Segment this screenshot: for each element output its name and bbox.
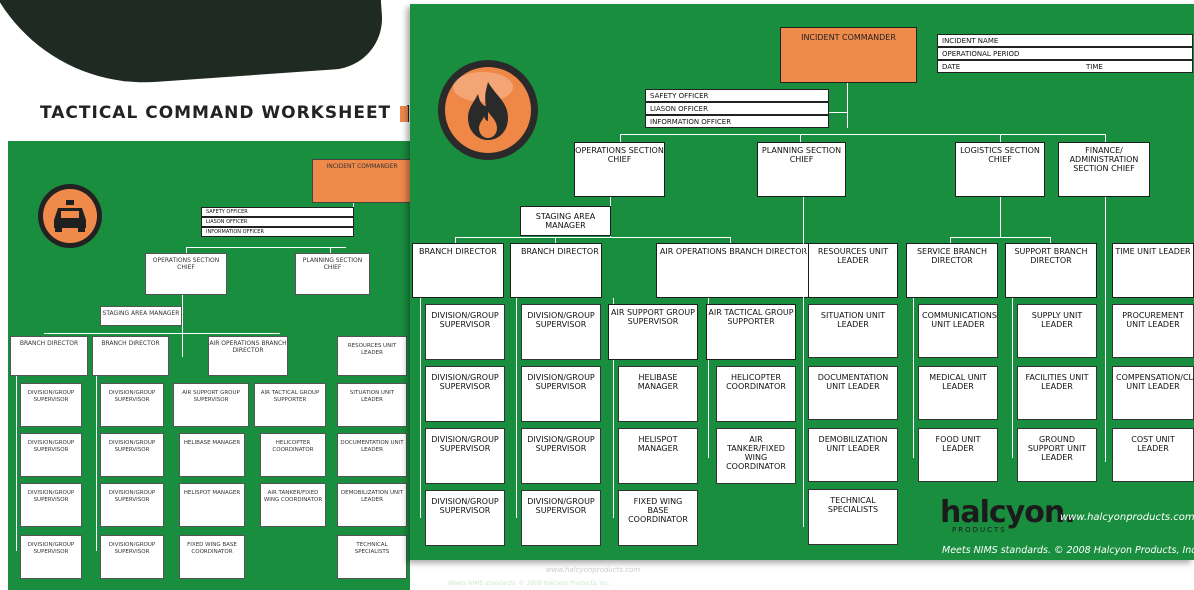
support-branch-director: SUPPORT BRANCH DIRECTOR (1005, 243, 1097, 298)
division-supervisor: DIVISION/GROUP SUPERVISOR (425, 304, 505, 360)
back-staff-row: SAFETY OFFICER (201, 207, 354, 217)
back-branch-1: BRANCH DIRECTOR (10, 336, 88, 376)
back-planning-tile: DOCUMENTATION UNIT LEADER (337, 433, 407, 477)
medical-unit-leader: MEDICAL UNIT LEADER (918, 366, 998, 420)
back-air-support-tile: AIR SUPPORT GROUP SUPERVISOR (173, 383, 249, 427)
staff-information-officer: INFORMATION OFFICER (645, 115, 829, 128)
back-staff-row: INFORMATION OFFICER (201, 227, 354, 237)
air-support-group-supervisor: AIR SUPPORT GROUP SUPERVISOR (608, 304, 698, 360)
back-col2-tile: DIVISION/GROUP SUPERVISOR (100, 433, 164, 477)
info-row-incident-name: INCIDENT NAME (937, 34, 1193, 47)
back-footer: Meets NIMS standards. © 2008 Halcyon Pro… (448, 580, 611, 587)
helispot-manager: HELISPOT MANAGER (618, 428, 698, 484)
procurement-unit-leader: PROCUREMENT UNIT LEADER (1112, 304, 1194, 358)
division-supervisor: DIVISION/GROUP SUPERVISOR (425, 490, 505, 546)
back-ops-chief: OPERATIONS SECTION CHIEF (145, 253, 227, 295)
back-planning-tile: RESOURCES UNIT LEADER (337, 336, 407, 376)
division-supervisor: DIVISION/GROUP SUPERVISOR (425, 366, 505, 422)
ground-support-unit-leader: GROUND SUPPORT UNIT LEADER (1017, 428, 1097, 482)
air-ops-branch-director: AIR OPERATIONS BRANCH DIRECTOR (656, 243, 811, 298)
info-row-date: DATE TIME (937, 60, 1193, 73)
resources-unit-leader: RESOURCES UNIT LEADER (808, 243, 898, 298)
title-accent (400, 106, 408, 122)
staff-liason-officer: LIASON OFFICER (645, 102, 829, 115)
taxi-icon (38, 184, 102, 248)
situation-unit-leader: SITUATION UNIT LEADER (808, 304, 898, 358)
halcyon-logo: halcyon. PRODUCTS (940, 495, 1076, 542)
brand-name: halcyon. (940, 495, 1076, 530)
fire-icon (438, 60, 538, 160)
staging-area-manager: STAGING AREA MANAGER (520, 206, 611, 236)
service-branch-director: SERVICE BRANCH DIRECTOR (906, 243, 998, 298)
back-air-tactical-tile: AIR TANKER/FIXED WING COORDINATOR (260, 483, 326, 527)
communications-unit-leader: COMMUNICATIONS UNIT LEADER (918, 304, 998, 358)
back-col1-tile: DIVISION/GROUP SUPERVISOR (20, 535, 82, 579)
back-branch-2: BRANCH DIRECTOR (92, 336, 169, 376)
division-supervisor: DIVISION/GROUP SUPERVISOR (425, 428, 505, 484)
finance-section-chief: FINANCE/ ADMINISTRATION SECTION CHIEF (1058, 142, 1150, 197)
dark-cloth-decoration (0, 0, 400, 95)
front-worksheet: INCIDENT COMMANDER INCIDENT NAME OPERATI… (410, 4, 1194, 560)
back-worksheet: INCIDENT COMMANDER SAFETY OFFICER LIASON… (8, 141, 410, 590)
website-url: www.halcyonproducts.com (1060, 512, 1194, 523)
back-col1-tile: DIVISION/GROUP SUPERVISOR (20, 383, 82, 427)
helicopter-coordinator: HELICOPTER COORDINATOR (716, 366, 796, 422)
back-planning-tile: TECHNICAL SPECIALISTS (337, 535, 407, 579)
facilities-unit-leader: FACILITIES UNIT LEADER (1017, 366, 1097, 420)
ops-section-chief: OPERATIONS SECTION CHIEF (574, 142, 665, 197)
back-url-visible: www.halcyonproducts.com (546, 566, 641, 574)
helibase-manager: HELIBASE MANAGER (618, 366, 698, 422)
back-air-ops: AIR OPERATIONS BRANCH DIRECTOR (208, 336, 288, 376)
time-label: TIME (1086, 63, 1103, 71)
back-staff-list: SAFETY OFFICER LIASON OFFICER INFORMATIO… (201, 207, 354, 237)
back-air-support-tile: HELIBASE MANAGER (179, 433, 245, 477)
division-supervisor: DIVISION/GROUP SUPERVISOR (521, 366, 601, 422)
back-air-support-tile: FIXED WING BASE COORDINATOR (179, 535, 245, 579)
incident-info-table: INCIDENT NAME OPERATIONAL PERIOD DATE TI… (937, 34, 1193, 73)
technical-specialists: TECHNICAL SPECIALISTS (808, 489, 898, 545)
cost-unit-leader: COST UNIT LEADER (1112, 428, 1194, 482)
supply-unit-leader: SUPPLY UNIT LEADER (1017, 304, 1097, 358)
division-supervisor: DIVISION/GROUP SUPERVISOR (521, 490, 601, 546)
back-staging-manager: STAGING AREA MANAGER (100, 306, 182, 326)
staff-list: SAFETY OFFICER LIASON OFFICER INFORMATIO… (645, 89, 829, 128)
time-unit-leader: TIME UNIT LEADER (1112, 243, 1194, 298)
back-planning-tile: SITUATION UNIT LEADER (337, 383, 407, 427)
info-row-operational-period: OPERATIONAL PERIOD (937, 47, 1193, 60)
fixed-wing-base-coordinator: FIXED WING BASE COORDINATOR (618, 490, 698, 546)
back-col2-tile: DIVISION/GROUP SUPERVISOR (100, 535, 164, 579)
back-col2-tile: DIVISION/GROUP SUPERVISOR (100, 383, 164, 427)
branch-director-1: BRANCH DIRECTOR (412, 243, 504, 298)
nims-footer: Meets NIMS standards. © 2008 Halcyon Pro… (942, 545, 1194, 556)
division-supervisor: DIVISION/GROUP SUPERVISOR (521, 304, 601, 360)
back-air-tactical-tile: AIR TACTICAL GROUP SUPPORTER (254, 383, 326, 427)
back-staff-row: LIASON OFFICER (201, 217, 354, 227)
division-supervisor: DIVISION/GROUP SUPERVISOR (521, 428, 601, 484)
air-tanker-coordinator: AIR TANKER/FIXED WING COORDINATOR (716, 428, 796, 484)
logistics-section-chief: LOGISTICS SECTION CHIEF (955, 142, 1045, 197)
air-tactical-group-supporter: AIR TACTICAL GROUP SUPPORTER (706, 304, 796, 360)
documentation-unit-leader: DOCUMENTATION UNIT LEADER (808, 366, 898, 420)
back-planning-tile: DEMOBILIZATION UNIT LEADER (337, 483, 407, 527)
date-label: DATE (942, 63, 961, 71)
planning-section-chief: PLANNING SECTION CHIEF (757, 142, 846, 197)
worksheet-title: TACTICAL COMMAND WORKSHEET | (40, 103, 413, 123)
back-air-tactical-tile: HELICOPTER COORDINATOR (260, 433, 326, 477)
back-col1-tile: DIVISION/GROUP SUPERVISOR (20, 433, 82, 477)
back-incident-commander: INCIDENT COMMANDER (312, 159, 410, 203)
food-unit-leader: FOOD UNIT LEADER (918, 428, 998, 482)
brand-sub: PRODUCTS (952, 526, 1007, 534)
back-col2-tile: DIVISION/GROUP SUPERVISOR (100, 483, 164, 527)
back-col1-tile: DIVISION/GROUP SUPERVISOR (20, 483, 82, 527)
staff-safety-officer: SAFETY OFFICER (645, 89, 829, 102)
demobilization-unit-leader: DEMOBILIZATION UNIT LEADER (808, 428, 898, 482)
back-air-support-tile: HELISPOT MANAGER (179, 483, 245, 527)
incident-commander-box: INCIDENT COMMANDER (780, 27, 917, 83)
back-planning-chief: PLANNING SECTION CHIEF (295, 253, 370, 295)
branch-director-2: BRANCH DIRECTOR (510, 243, 602, 298)
compensation-claims-unit-leader: COMPENSATION/CLAIMS UNIT LEADER (1112, 366, 1194, 420)
